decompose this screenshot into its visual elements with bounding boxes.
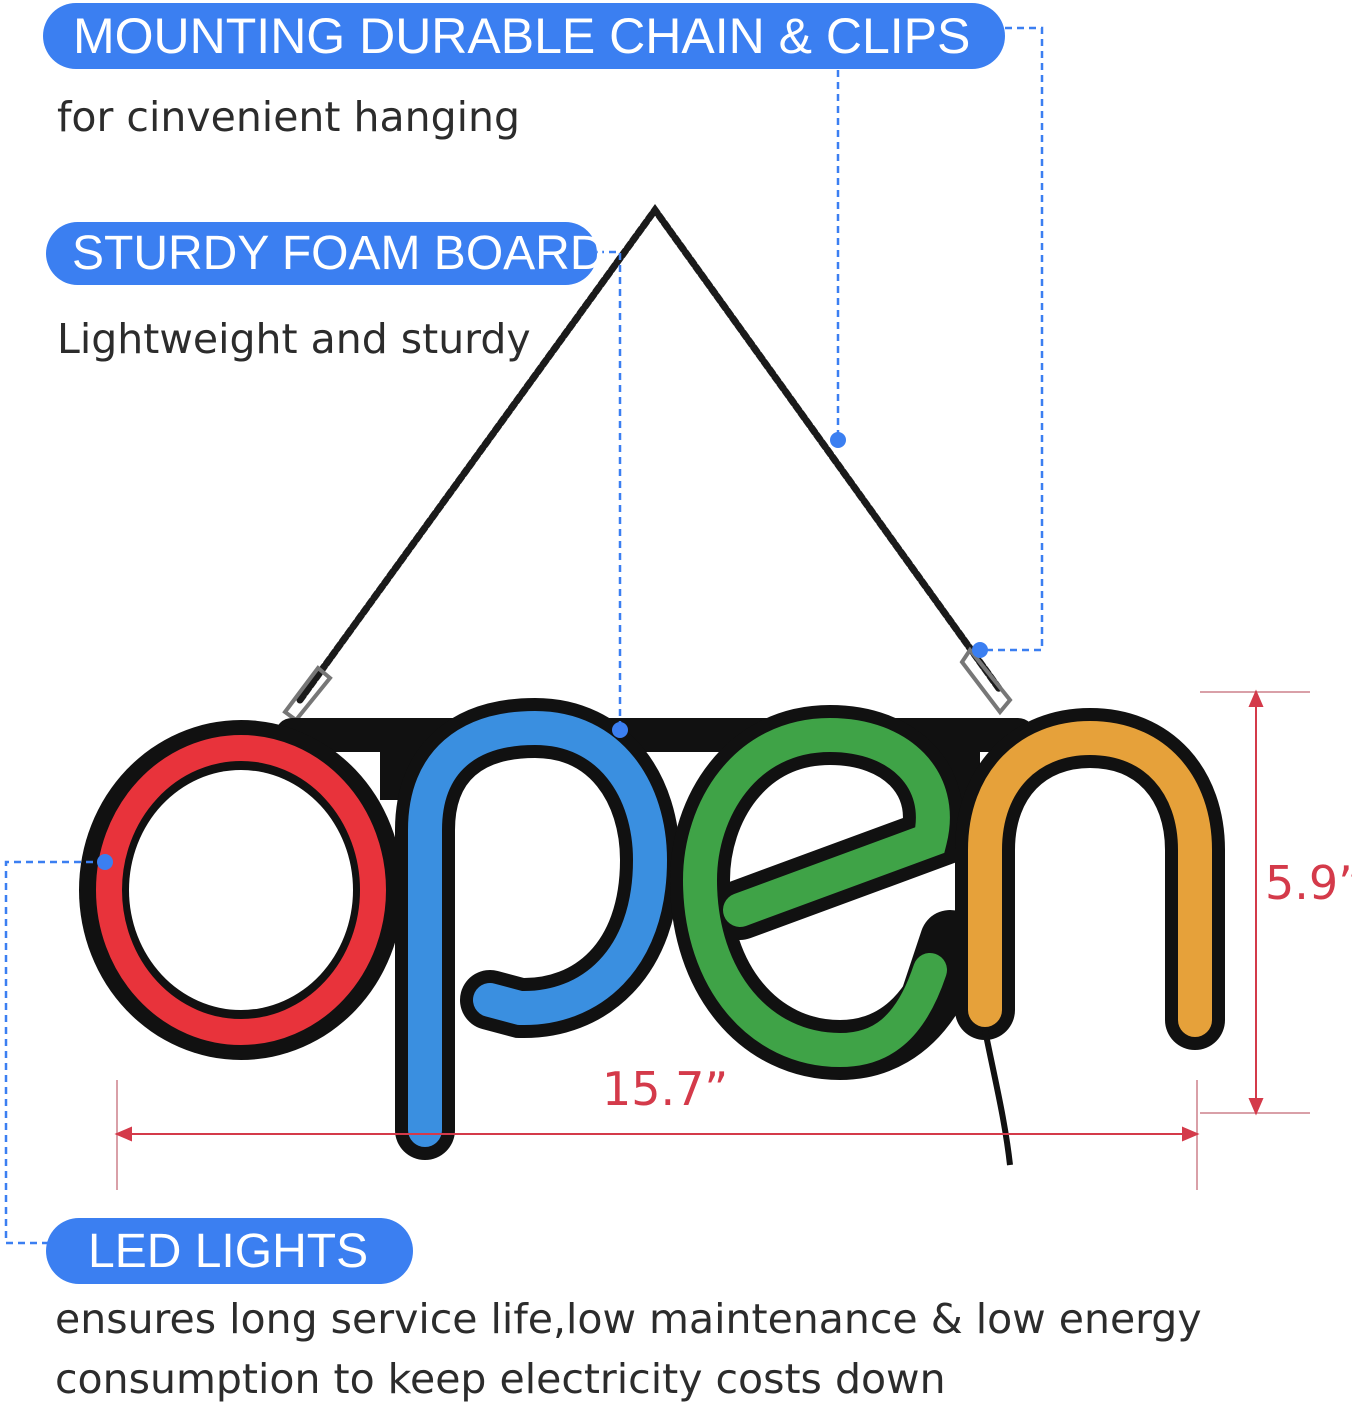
height-label: 5.9” (1265, 856, 1352, 910)
board-title: STURDY FOAM BOARD (72, 227, 605, 280)
mounting-callout-dot (830, 432, 846, 448)
letter-p (395, 697, 681, 1160)
led-description-line1: ensures long service life,low maintenanc… (55, 1295, 1202, 1343)
led-title-badge: LED LIGHTS (46, 1218, 413, 1284)
mounting-callout-line (980, 26, 1044, 652)
letter-o (79, 720, 403, 1060)
letter-n (955, 707, 1225, 1050)
board-callout-line (597, 250, 622, 730)
power-cable (982, 1029, 1013, 1166)
width-label: 15.7” (602, 1062, 729, 1116)
mounting-title: MOUNTING DURABLE CHAIN & CLIPS (73, 8, 971, 64)
mounting-callout-dot-2 (972, 642, 988, 658)
chain-clip-right (959, 646, 1013, 716)
mounting-description: for cinvenient hanging (57, 93, 521, 141)
mounting-title-badge: MOUNTING DURABLE CHAIN & CLIPS (43, 3, 1005, 69)
led-callout-dot (97, 854, 113, 870)
height-dimension-line (1200, 689, 1310, 1116)
hanging-chain (296, 204, 1004, 704)
board-description: Lightweight and sturdy (57, 315, 531, 363)
width-dimension-line (114, 1080, 1200, 1190)
led-description-line2: consumption to keep electricity costs do… (55, 1355, 946, 1403)
chain-clip-left (282, 665, 333, 723)
letter-e (669, 704, 980, 1081)
led-title: LED LIGHTS (88, 1224, 369, 1278)
board-callout-dot (612, 722, 628, 738)
board-title-badge: STURDY FOAM BOARD (46, 222, 605, 285)
led-callout-line (4, 860, 105, 1245)
